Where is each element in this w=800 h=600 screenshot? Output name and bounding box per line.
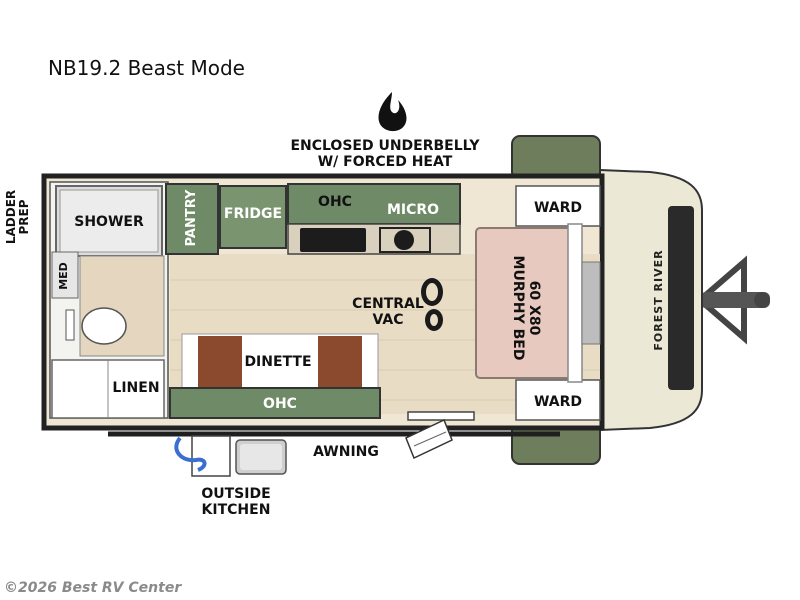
- awning-label: AWNING: [313, 444, 379, 460]
- ohc-top-label: OHC: [318, 194, 352, 210]
- med-label: MED: [57, 262, 70, 290]
- dinette-cushion-left: [198, 336, 242, 390]
- ohc-top-cabinet: [287, 183, 461, 225]
- hitch-icon: [695, 255, 770, 345]
- fridge-label: FRIDGE: [223, 206, 283, 222]
- ward-top-cabinet: [515, 185, 601, 227]
- cooktop: [394, 230, 414, 250]
- boot-print-icon: [421, 278, 443, 331]
- pantry-cabinet: [165, 183, 219, 255]
- ohc-bottom-label: OHC: [263, 396, 297, 412]
- pantry-label: PANTRY: [184, 189, 199, 247]
- shower-label: SHOWER: [74, 214, 144, 230]
- fridge-cabinet: [219, 185, 287, 249]
- entry-door: [407, 411, 475, 421]
- brand-label: FOREST RIVER: [652, 249, 665, 351]
- ladder-prep-label: LADDER PREP: [4, 189, 31, 245]
- sink: [300, 228, 366, 252]
- linen-label: LINEN: [112, 380, 160, 396]
- dinette-label: DINETTE: [244, 354, 312, 370]
- front-window: [668, 206, 694, 390]
- central-vac-label: CENTRAL VAC: [352, 296, 424, 328]
- tire-top: [511, 135, 601, 181]
- ward-bottom-cabinet: [515, 379, 601, 421]
- ward-top-label: WARD: [533, 200, 583, 216]
- toilet: [81, 307, 127, 345]
- entry-steps: [405, 418, 453, 460]
- floorplan-title: NB19.2 Beast Mode: [48, 56, 245, 80]
- micro-label: MICRO: [386, 202, 440, 218]
- outside-kitchen-icon: [174, 435, 287, 477]
- underbelly-label: ENCLOSED UNDERBELLY W/ FORCED HEAT: [290, 138, 480, 170]
- ward-bottom-label: WARD: [533, 394, 583, 410]
- ohc-bottom-cabinet: [169, 387, 381, 419]
- flame-icon: [378, 92, 407, 132]
- outside-kitchen-label: OUTSIDE KITCHEN: [201, 486, 271, 518]
- murphy-bed-label: 60 X80 MURPHY BED: [510, 255, 542, 361]
- bed-mechanism: [581, 261, 601, 345]
- watermark-credit: ©2026 Best RV Center: [4, 580, 182, 596]
- med-cabinet: [51, 251, 79, 299]
- dinette-cushion-right: [318, 336, 362, 390]
